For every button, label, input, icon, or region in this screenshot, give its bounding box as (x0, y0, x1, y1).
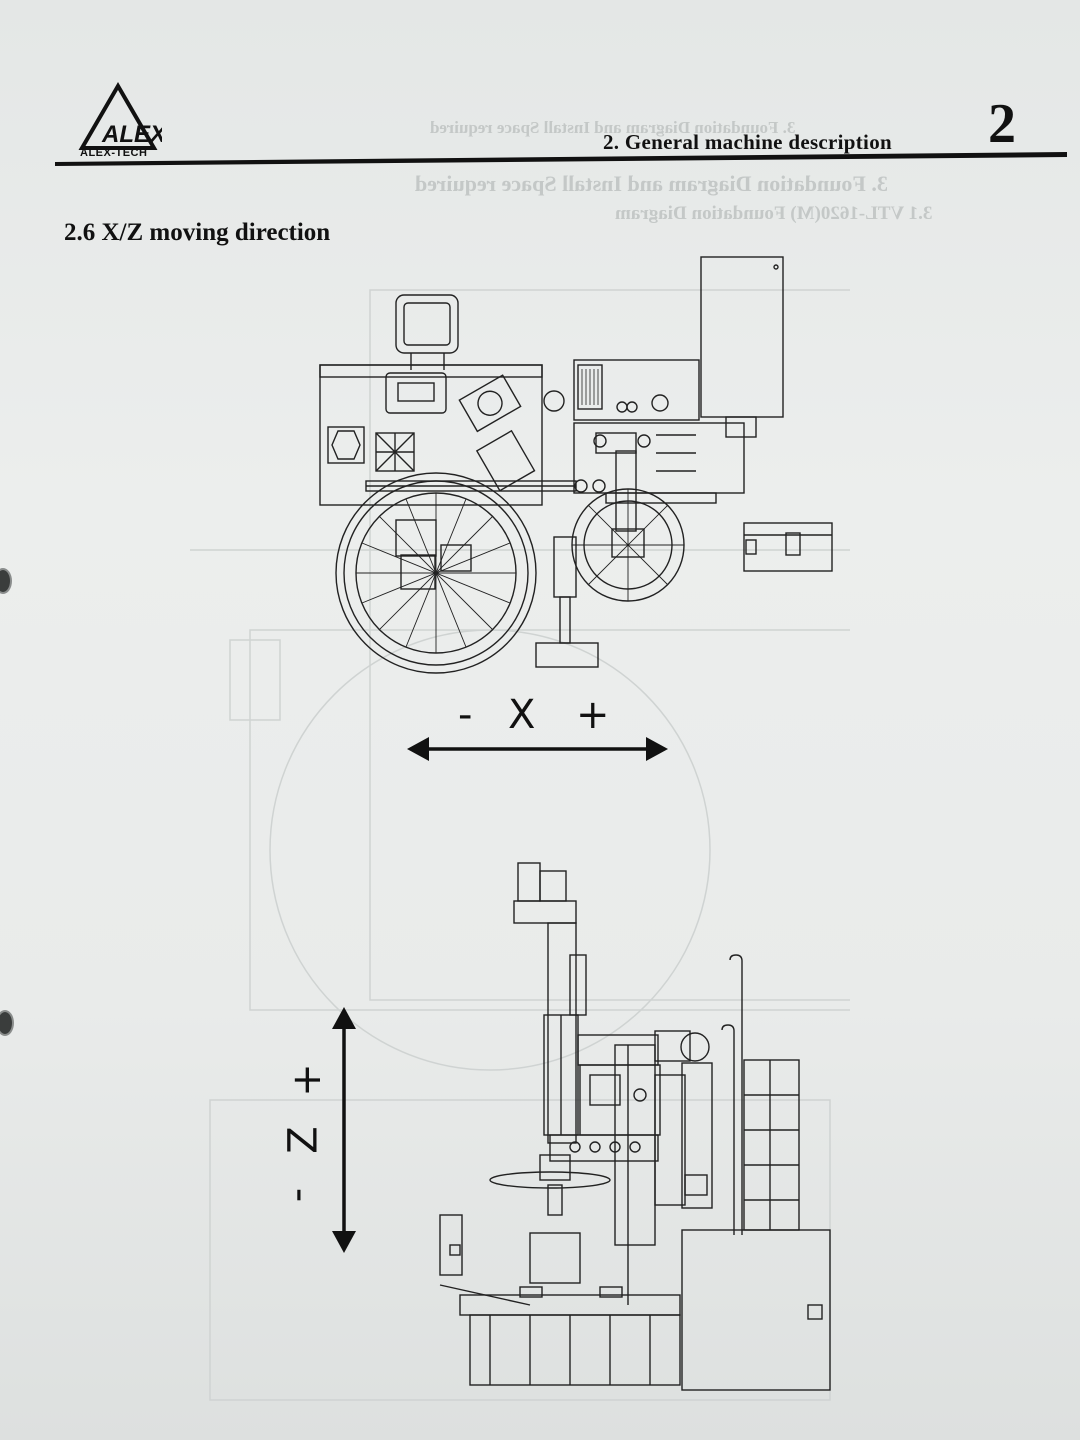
z-minus-sign: - (274, 1187, 321, 1203)
x-plus-sign: + (576, 692, 610, 738)
machine-front-view-drawing (439, 862, 831, 1391)
header-rule (55, 152, 1067, 166)
alex-tech-logo: ALEX (78, 82, 162, 150)
z-axis-label: + Z - (274, 1060, 330, 1210)
x-minus-sign: - (458, 692, 473, 738)
bleed-through-text: 3.1 VTL-1620(M) Foundation Diagram (615, 203, 933, 224)
x-axis-label: - X + (458, 695, 618, 745)
machine-top-view-drawing (319, 256, 833, 674)
z-direction-arrow (332, 1007, 356, 1253)
z-plus-sign: + (283, 1063, 330, 1097)
chapter-number: 2 (988, 93, 1016, 155)
z-axis-letter: Z (280, 1126, 327, 1154)
binder-hole (0, 1010, 14, 1036)
bleed-through-text: 3. Foundation Diagram and Install Space … (415, 171, 888, 196)
x-direction-arrow (407, 737, 668, 761)
svg-text:ALEX: ALEX (101, 121, 162, 148)
binder-hole (0, 568, 12, 594)
logo-subtext: ALEX-TECH (80, 147, 148, 159)
bleed-through-drawing (190, 289, 850, 1401)
chapter-title: 2. General machine description (603, 130, 892, 154)
section-heading: 2.6 X/Z moving direction (64, 219, 331, 246)
x-axis-letter: X (508, 692, 536, 738)
